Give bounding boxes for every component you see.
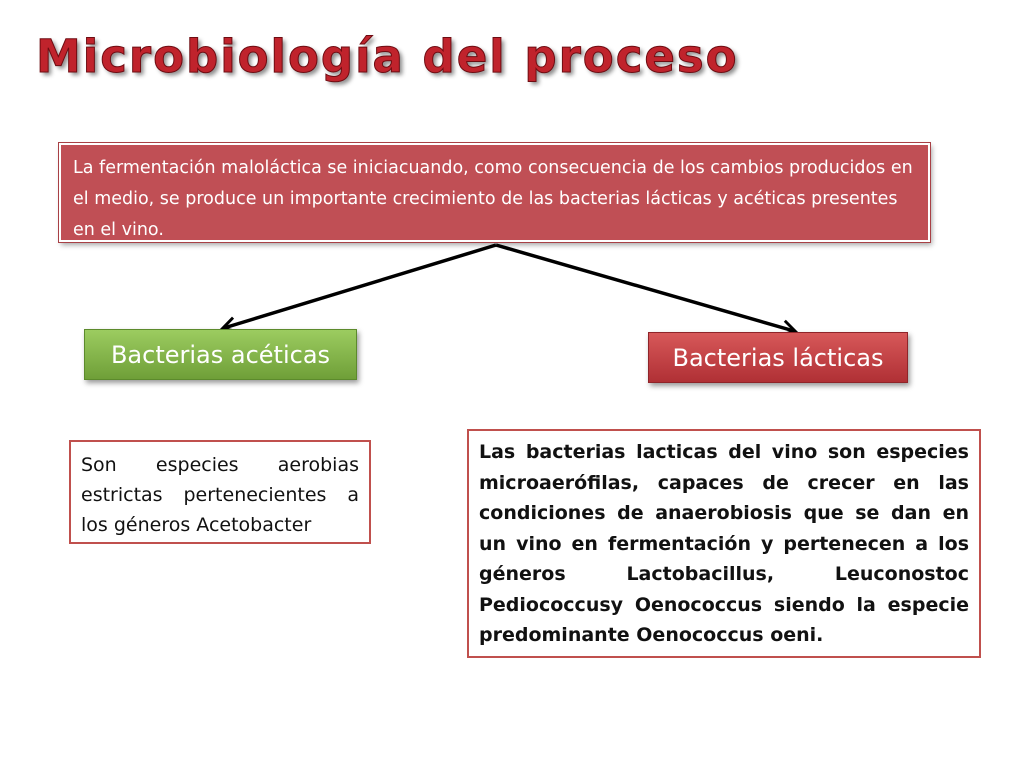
intro-box: La fermentación maloláctica se iniciacua… bbox=[59, 143, 930, 242]
acetic-description-box: Son especies aerobias estrictas pertenec… bbox=[69, 440, 371, 544]
lactic-bacteria-node: Bacterias lácticas bbox=[648, 332, 908, 383]
lactic-description-box: Las bacterias lacticas del vino son espe… bbox=[467, 429, 981, 658]
acetic-bacteria-node: Bacterias acéticas bbox=[84, 329, 357, 380]
arrow-to-acetic bbox=[224, 243, 497, 328]
arrow-to-lactic bbox=[495, 243, 794, 331]
slide-title: Microbiología del proceso bbox=[36, 30, 739, 84]
